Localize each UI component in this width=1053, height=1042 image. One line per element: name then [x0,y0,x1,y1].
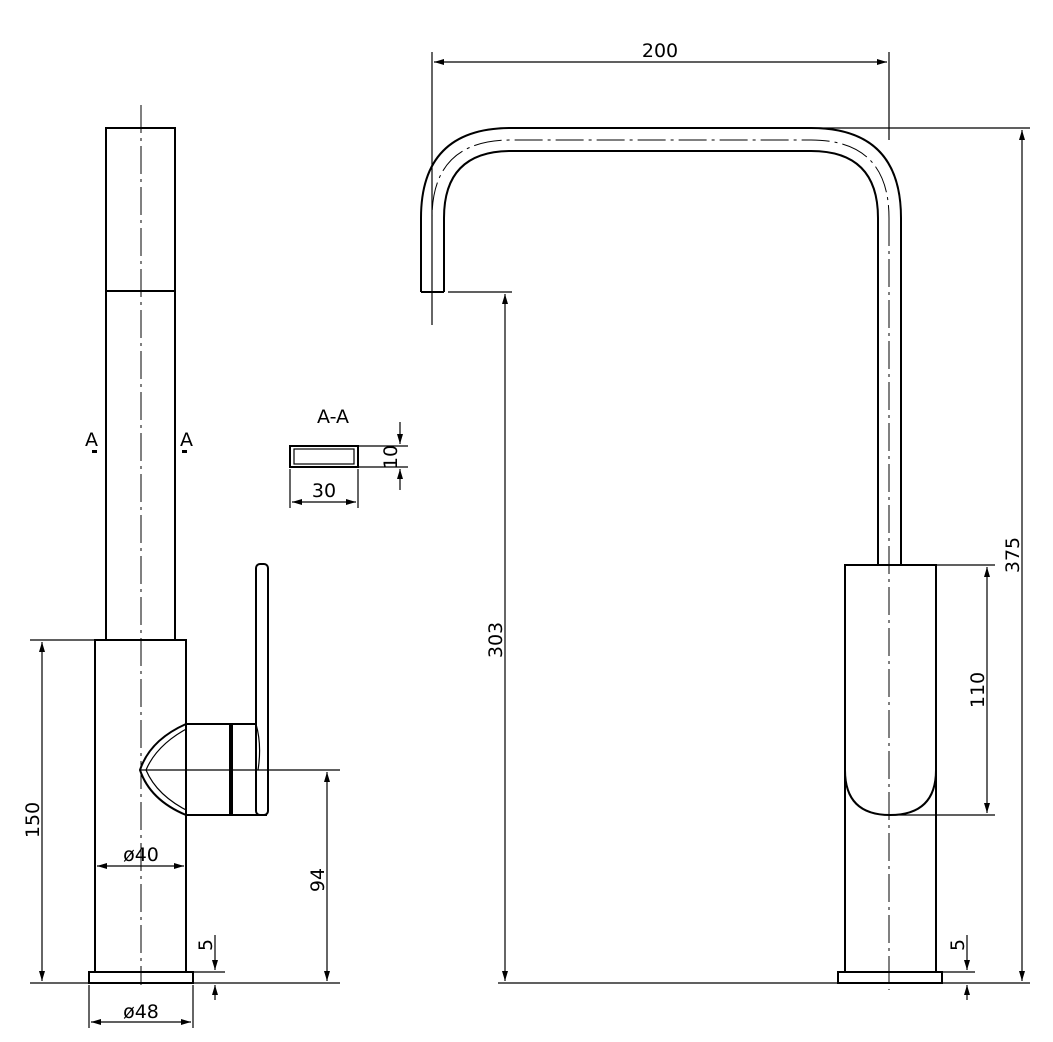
dim-base-thickness-side: 5 [195,939,217,951]
spout-inner [443,150,879,565]
dim-body-height: 150 [22,802,44,838]
dim-body-diameter: ø40 [123,844,159,866]
dim-base-diameter: ø48 [123,1001,159,1023]
side-base [88,971,194,984]
dim-section-width: 30 [312,480,336,502]
lever [138,563,340,816]
dim-handle-length: 110 [967,672,989,708]
dim-lever-height: 94 [307,868,329,892]
section-marker-right: A [180,429,193,451]
section-a-a: A-A 10 30 [289,406,408,508]
dim-spout-height: 303 [485,622,507,658]
side-view: A A 150 94 ø40 ø48 5 [22,105,340,1028]
front-base [837,971,943,984]
dim-base-thickness-front: 5 [947,939,969,951]
front-view: 200 375 303 110 5 [420,40,1030,1000]
dim-overall-width: 200 [642,40,678,62]
dim-section-height: 10 [380,445,402,469]
dim-overall-height: 375 [1002,537,1024,573]
spout-outer [420,127,902,565]
section-title: A-A [317,406,349,428]
section-profile [289,445,359,468]
front-handle [844,565,937,817]
section-marker-left: A [85,429,98,451]
front-body [844,564,937,973]
